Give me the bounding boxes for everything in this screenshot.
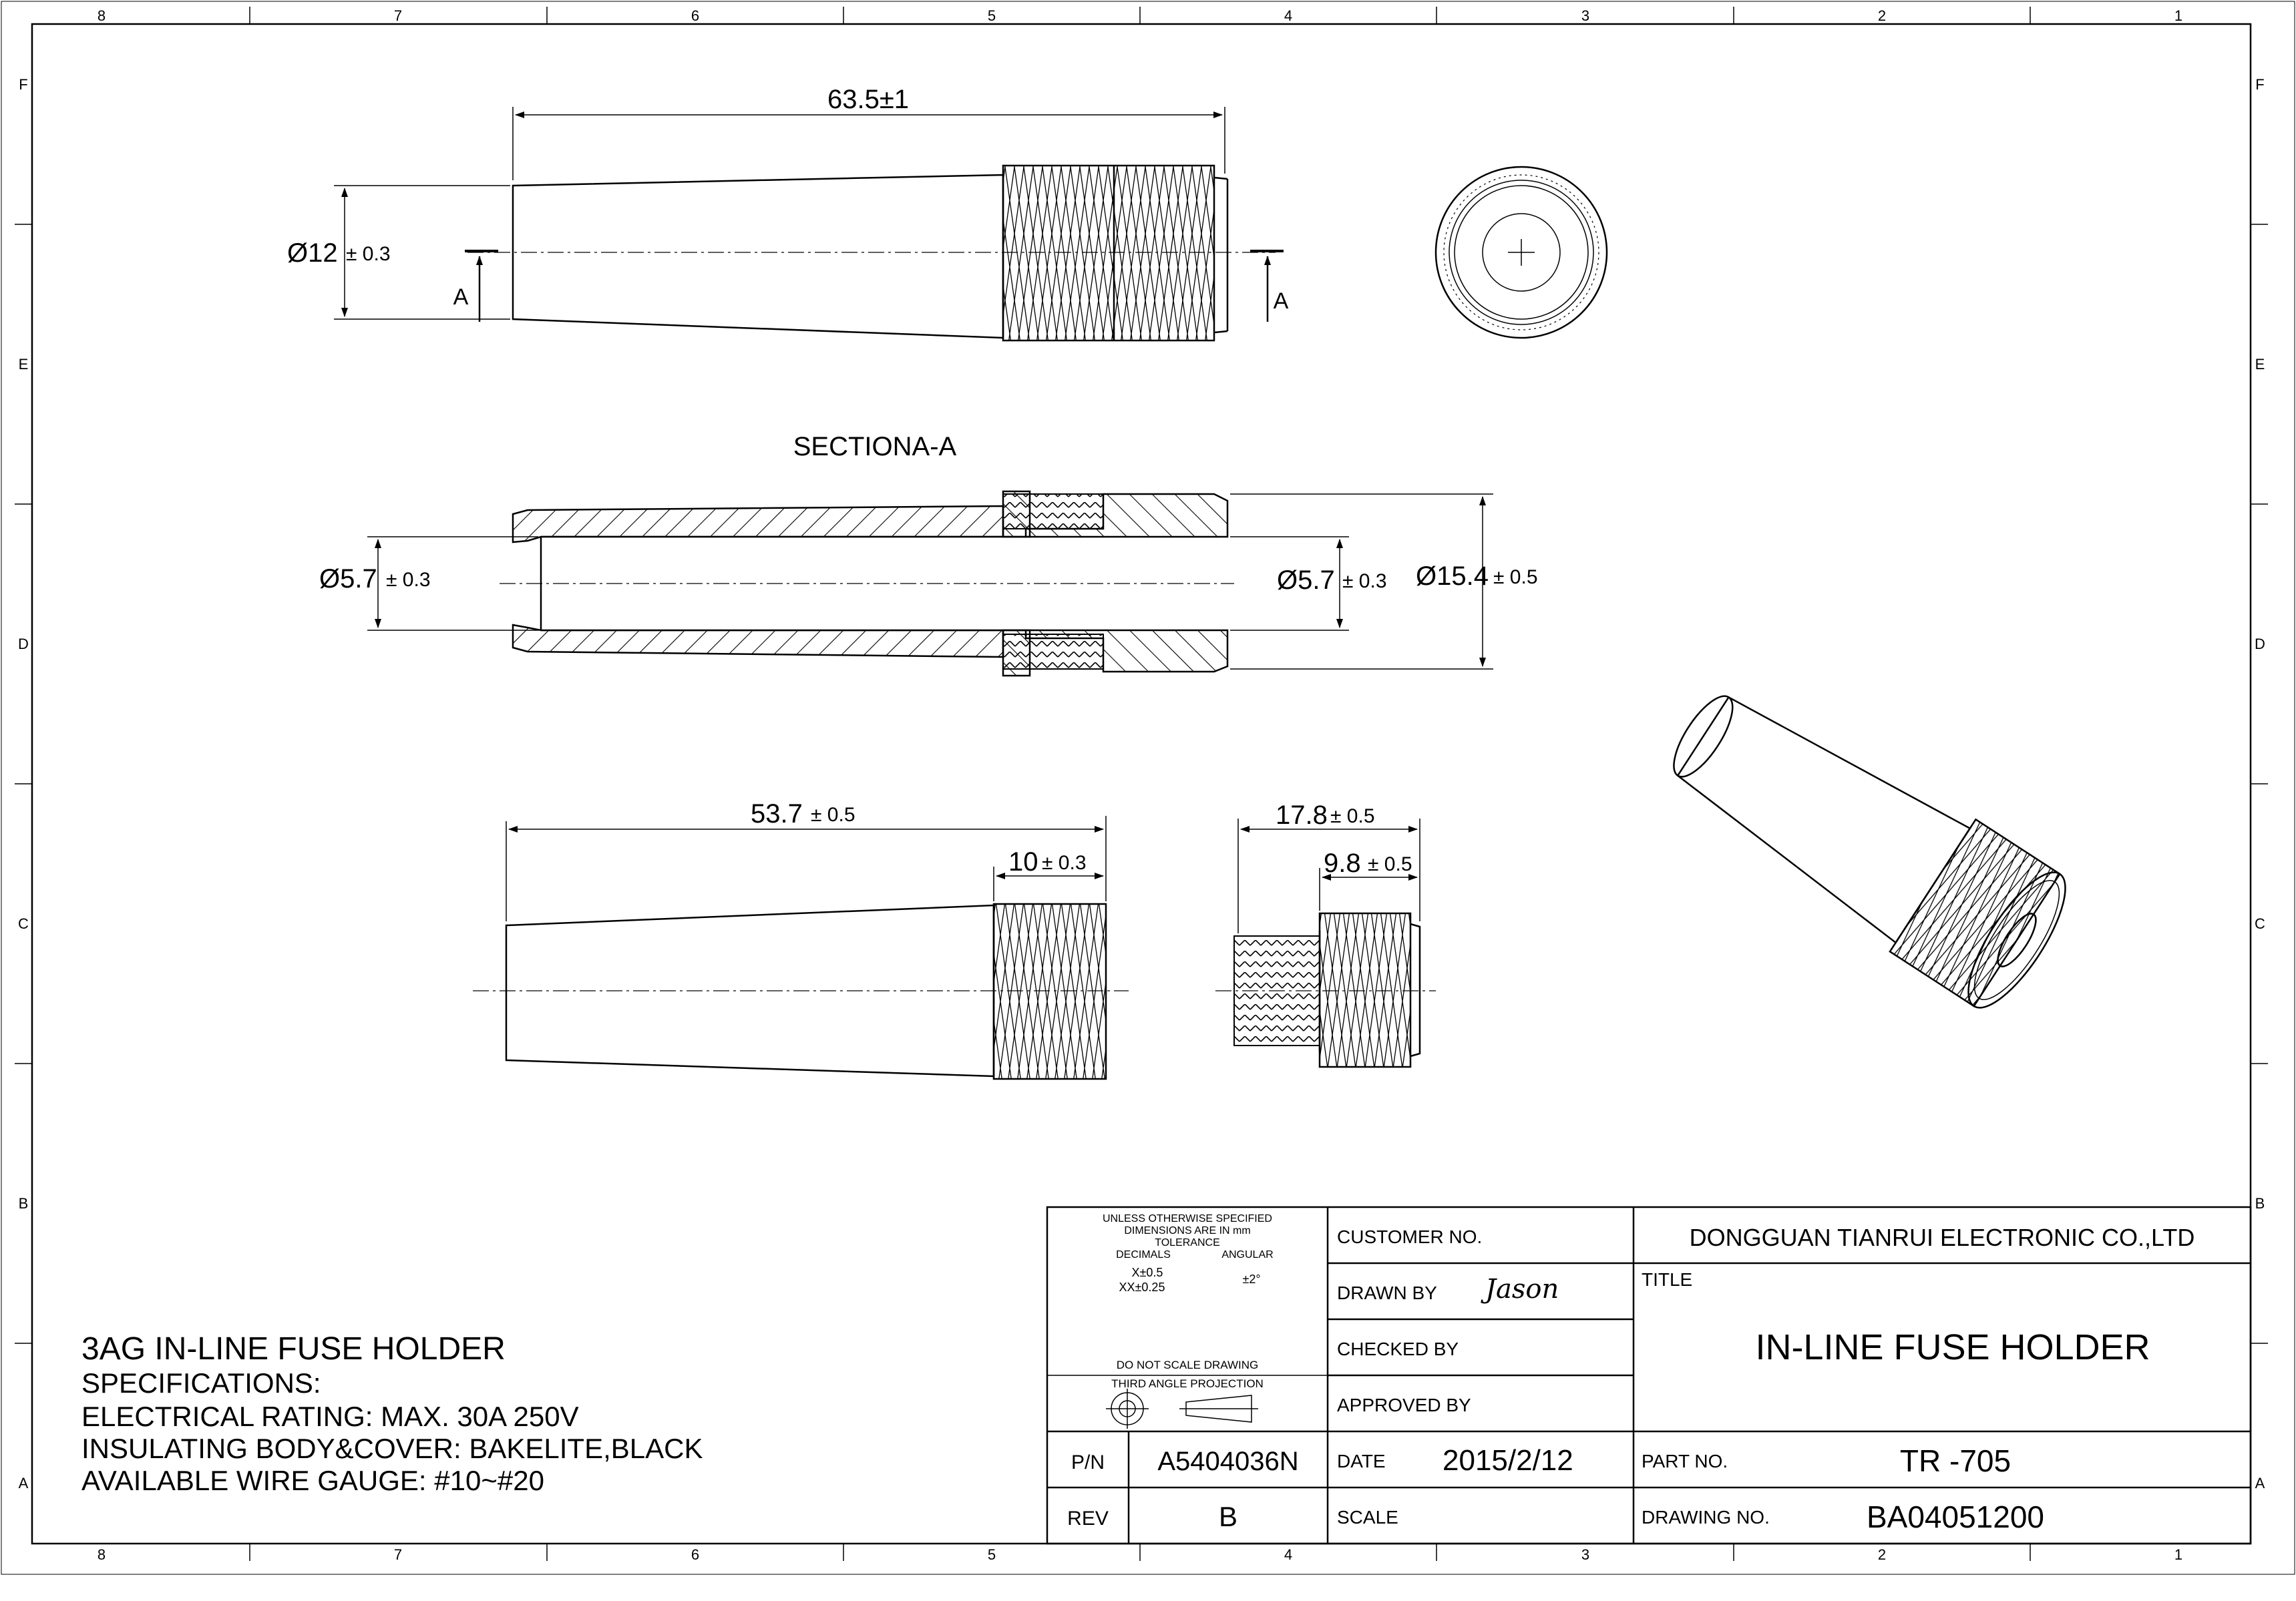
dim-bore-right: Ø5.7 — [1277, 565, 1335, 595]
tol-line2: DIMENSIONS ARE IN mm — [1124, 1225, 1250, 1236]
dim-length: 63.5±1 — [827, 85, 909, 114]
row-labels: F E D C B A F E D C B A — [18, 76, 2265, 1492]
row-label: E — [2255, 356, 2265, 373]
dim-bore-right-tol: ± 0.3 — [1342, 570, 1387, 592]
cap-view: 17.8 ± 0.5 9.8 ± 0.5 — [1215, 800, 1436, 1068]
spec-notes: 3AG IN-LINE FUSE HOLDER SPECIFICATIONS: … — [81, 1331, 703, 1496]
col-label: 5 — [988, 7, 996, 24]
row-label: A — [2255, 1475, 2265, 1492]
notes-material: INSULATING BODY&COVER: BAKELITE,BLACK — [81, 1433, 703, 1464]
dim-outer: Ø15.4 — [1416, 561, 1489, 591]
section-label-right: A — [1274, 288, 1289, 314]
dec-xx: XX±0.25 — [1119, 1281, 1165, 1294]
row-label: F — [19, 76, 27, 93]
col-label: 4 — [1284, 7, 1292, 24]
dim-bore-left-tol: ± 0.3 — [386, 569, 431, 591]
isometric-view — [1673, 695, 2066, 1009]
drawing-value: BA04051200 — [1867, 1500, 2044, 1534]
rev-label: REV — [1067, 1508, 1109, 1530]
col-label: 8 — [98, 7, 106, 24]
drawn-label: DRAWN BY — [1337, 1283, 1437, 1303]
approved-label: APPROVED BY — [1337, 1395, 1471, 1415]
notes-specs-heading: SPECIFICATIONS: — [81, 1367, 321, 1399]
zone-ticks — [15, 7, 2268, 1561]
row-label: C — [18, 915, 29, 932]
column-labels-bottom: 8 7 6 5 4 3 2 1 — [98, 1546, 2182, 1563]
title-label: TITLE — [1642, 1269, 1692, 1290]
pn-label: P/N — [1071, 1451, 1105, 1473]
body-view: 53.7 ± 0.5 10 ± 0.3 — [473, 799, 1129, 1080]
rev-value: B — [1219, 1501, 1237, 1532]
drawing-label: DRAWING NO. — [1642, 1507, 1770, 1528]
do-not-scale: DO NOT SCALE DRAWING — [1117, 1359, 1259, 1371]
col-label: 8 — [98, 1546, 106, 1563]
col-label: 7 — [394, 1546, 402, 1563]
column-labels-top: 8 7 6 5 4 3 2 1 — [98, 7, 2182, 24]
dim-diameter-tol: ± 0.3 — [346, 243, 391, 265]
tol-line1: UNLESS OTHERWISE SPECIFIED — [1103, 1213, 1272, 1224]
dim-body-knurl: 10 — [1008, 847, 1038, 877]
top-view: A A 63.5±1 Ø12 ± 0.3 — [287, 85, 1289, 342]
dim-body-length-tol: ± 0.5 — [811, 804, 855, 826]
angular-label: ANGULAR — [1221, 1249, 1273, 1261]
drawn-value: Jason — [1481, 1274, 1559, 1305]
col-label: 1 — [2174, 1546, 2182, 1563]
col-label: 2 — [1878, 1546, 1886, 1563]
dim-cap-length: 17.8 — [1276, 800, 1328, 830]
row-label: D — [18, 636, 29, 652]
section-view: SECTIONA-A Ø5.7 ± 0.3 Ø5.7 ± 0.3 Ø15.4 — [319, 432, 1538, 677]
projection-symbol-icon — [1106, 1389, 1258, 1429]
date-value: 2015/2/12 — [1443, 1444, 1573, 1477]
col-label: 6 — [691, 7, 699, 24]
body-taper-outline — [512, 174, 1004, 339]
scale-label: SCALE — [1337, 1507, 1398, 1528]
row-label: A — [19, 1475, 29, 1492]
dim-cap-knurl: 9.8 — [1324, 849, 1361, 878]
company-name: DONGGUAN TIANRUI ELECTRONIC CO.,LTD — [1690, 1224, 2195, 1251]
part-value: TR -705 — [1900, 1443, 2011, 1478]
notes-rating: ELECTRICAL RATING: MAX. 30A 250V — [81, 1401, 579, 1432]
dim-outer-tol: ± 0.5 — [1493, 566, 1538, 588]
dec-x: X±0.5 — [1132, 1266, 1163, 1279]
col-label: 5 — [988, 1546, 996, 1563]
col-label: 1 — [2174, 7, 2182, 24]
section-title: SECTIONA-A — [793, 432, 957, 461]
knurl-band — [1002, 164, 1215, 342]
part-label: PART NO. — [1642, 1451, 1728, 1471]
dim-body-length: 53.7 — [751, 799, 803, 829]
dim-diameter: Ø12 — [287, 238, 338, 268]
tol-line3: TOLERANCE — [1155, 1237, 1220, 1248]
dim-cap-length-tol: ± 0.5 — [1330, 805, 1375, 827]
col-label: 6 — [691, 1546, 699, 1563]
col-label: 4 — [1284, 1546, 1292, 1563]
date-label: DATE — [1337, 1451, 1386, 1471]
col-label: 3 — [1581, 1546, 1589, 1563]
dim-bore-left: Ø5.7 — [319, 564, 377, 594]
angular-value: ±2° — [1242, 1273, 1260, 1286]
col-label: 3 — [1581, 7, 1589, 24]
decimals-label: DECIMALS — [1116, 1249, 1171, 1261]
pn-value: A5404036N — [1157, 1447, 1298, 1476]
section-label-left: A — [453, 284, 469, 310]
row-label: C — [2255, 915, 2265, 932]
customer-label: CUSTOMER NO. — [1337, 1226, 1482, 1247]
checked-label: CHECKED BY — [1337, 1339, 1459, 1359]
row-label: B — [2255, 1195, 2265, 1212]
title-block: UNLESS OTHERWISE SPECIFIED DIMENSIONS AR… — [1046, 1206, 2252, 1545]
end-view — [1434, 166, 1608, 339]
row-label: D — [2255, 636, 2265, 652]
row-label: E — [19, 356, 29, 373]
dim-body-knurl-tol: ± 0.3 — [1042, 852, 1087, 874]
row-label: F — [2255, 76, 2264, 93]
col-label: 2 — [1878, 7, 1886, 24]
row-label: B — [19, 1195, 29, 1212]
dim-cap-knurl-tol: ± 0.5 — [1368, 853, 1412, 875]
projection-label: THIRD ANGLE PROJECTION — [1111, 1377, 1264, 1390]
col-label: 7 — [394, 7, 402, 24]
notes-gauge: AVAILABLE WIRE GAUGE: #10~#20 — [81, 1465, 544, 1496]
title-value: IN-LINE FUSE HOLDER — [1755, 1327, 2150, 1367]
notes-title: 3AG IN-LINE FUSE HOLDER — [81, 1331, 506, 1367]
